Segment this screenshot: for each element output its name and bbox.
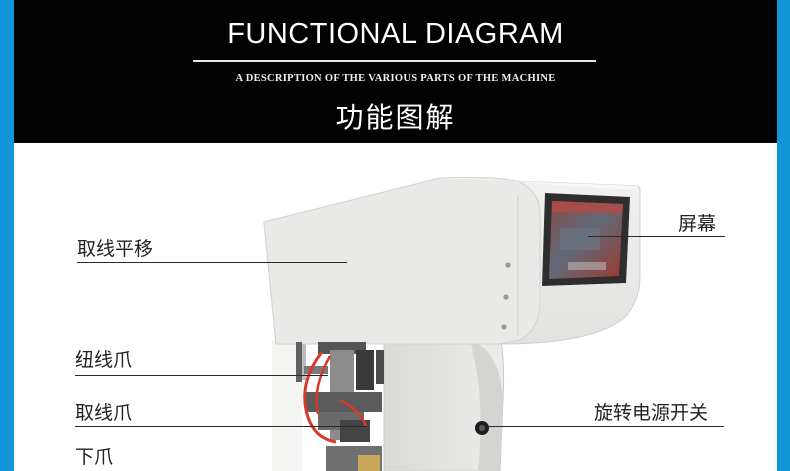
label-wire-translation: 取线平移	[77, 238, 154, 260]
head-left-panel	[263, 177, 541, 345]
leader-wire-translation	[77, 262, 347, 263]
head-top-edge	[440, 177, 638, 190]
pneumatic-hose	[303, 351, 337, 444]
diagram-title-chinese: 功能图解	[335, 101, 456, 134]
title-divider	[193, 60, 596, 62]
label-lower-claw: 下爪	[75, 446, 114, 468]
machine-illustration	[263, 177, 641, 471]
leader-rotary-power-switch	[486, 426, 724, 427]
label-rotary-power-switch: 旋转电源开关	[594, 402, 709, 424]
diagram-title: FUNCTIONAL DIAGRAM	[227, 18, 564, 50]
twist-and-pick-mechanism	[296, 342, 384, 471]
leader-wire-pick-claw	[75, 426, 367, 427]
right-blue-border	[777, 0, 790, 471]
header-banner: FUNCTIONAL DIAGRAM A DESCRIPTION OF THE …	[14, 0, 777, 143]
screw	[501, 324, 507, 330]
diagram-subtitle: A DESCRIPTION OF THE VARIOUS PARTS OF TH…	[235, 73, 556, 84]
column-shadow	[470, 340, 503, 471]
pneumatic-hose	[339, 398, 368, 427]
label-screen: 屏幕	[678, 213, 717, 235]
label-wire-pick-claw: 取线爪	[75, 402, 133, 424]
leader-screen	[588, 236, 725, 237]
leader-twist-claw	[75, 375, 328, 376]
label-twist-claw: 纽线爪	[75, 349, 133, 371]
screw	[505, 262, 511, 268]
touch-screen	[542, 193, 630, 286]
left-blue-border	[0, 0, 14, 471]
screw	[503, 294, 509, 300]
power-switch-knob	[475, 421, 489, 435]
pneumatic-hose	[315, 355, 332, 415]
